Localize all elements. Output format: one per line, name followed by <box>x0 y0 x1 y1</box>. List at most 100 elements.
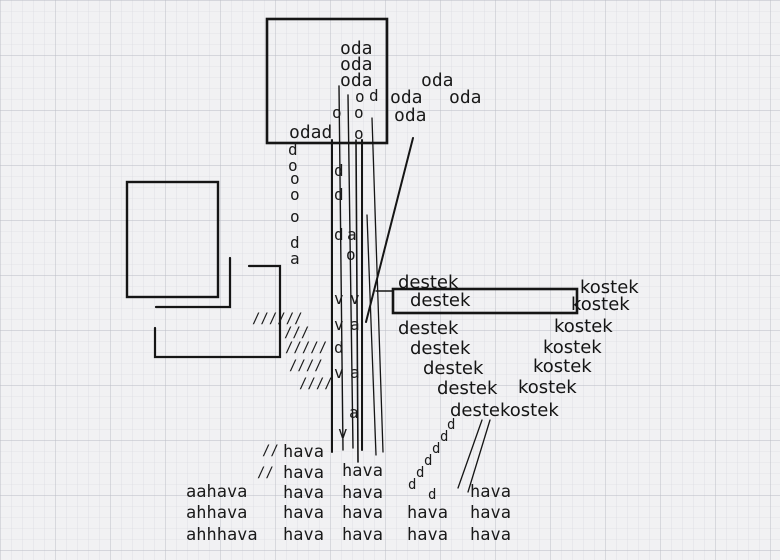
hava-word: hava <box>342 503 383 523</box>
letter-o: o <box>290 185 300 204</box>
left-box <box>125 180 220 299</box>
destek-word: destek <box>410 290 471 311</box>
column-line-1 <box>338 85 344 451</box>
hatch-2: /// <box>284 325 309 341</box>
letter-o: o <box>332 103 342 122</box>
hatch-4: //// <box>289 358 323 374</box>
letter-d: d <box>432 441 440 457</box>
oda-word: oda <box>390 87 423 108</box>
oda-word: oda <box>340 54 373 75</box>
destek-word: destek <box>398 272 459 293</box>
letter-d: d <box>290 233 300 252</box>
diagonal-letters: d d d d d d d <box>408 417 455 503</box>
vertical-letters: o d o o o d o o o o d a d d d a o v v v … <box>288 86 379 442</box>
letter-o: o <box>346 245 356 264</box>
oda-word: oda <box>449 87 482 108</box>
letter-d: d <box>334 161 344 180</box>
kostek-cascade: kostek kostek kostek kostek kostek koste… <box>518 277 639 398</box>
oda-word: oda <box>340 70 373 91</box>
hatch-1: ////// <box>252 311 303 327</box>
letter-d: d <box>288 140 298 159</box>
hava-word: hava <box>407 503 448 523</box>
letter-d: d <box>334 338 344 357</box>
hava-word: hava <box>342 461 383 481</box>
letter-a: a <box>347 225 357 244</box>
hava-cluster: hava hava hava aahava hava hava hava ahh… <box>186 442 511 545</box>
letter-v: v <box>334 289 344 308</box>
hatch-5: //// <box>299 376 333 392</box>
letter-a: a <box>350 315 360 334</box>
kostek-word: kostek <box>571 294 630 315</box>
letter-v: v <box>334 363 344 382</box>
letter-d: d <box>369 86 379 105</box>
letter-d: d <box>424 453 432 469</box>
letter-o: o <box>354 124 364 143</box>
ahhava-word: ahhava <box>186 503 247 523</box>
hatch-7: // <box>257 465 274 481</box>
oda-word: oda <box>421 70 454 91</box>
hava-word: hava <box>283 483 324 503</box>
hava-word: hava <box>283 525 324 545</box>
letter-d: d <box>416 465 424 481</box>
letter-d: d <box>408 477 416 493</box>
hatch-marks: ////// /// ///// //// //// // // <box>252 311 333 481</box>
letter-v: v <box>334 315 344 334</box>
hava-word: hava <box>283 503 324 523</box>
letter-d: d <box>334 225 344 244</box>
letter-o: o <box>355 87 365 106</box>
kostek-word: kostek <box>554 316 613 337</box>
top-square <box>265 17 389 145</box>
hava-word: hava <box>407 525 448 545</box>
destek-word: destek <box>410 338 471 359</box>
hatch-6: // <box>262 443 279 459</box>
letter-d: d <box>447 417 455 433</box>
letter-o: o <box>290 169 300 188</box>
letter-a: a <box>350 363 360 382</box>
right-slash-1 <box>457 419 483 489</box>
left-bracket-lower <box>153 264 282 359</box>
column-line-4 <box>371 117 384 453</box>
destek-word: destek <box>437 378 498 399</box>
sketch-lines <box>125 17 579 493</box>
letter-a: a <box>290 249 300 268</box>
kostek-word: kostek <box>580 277 639 298</box>
destek-cascade: destek destek destek destek destek deste… <box>398 272 559 421</box>
kostek-word: kostek <box>543 337 602 358</box>
letter-a: a <box>349 403 359 422</box>
column-line-5 <box>366 214 377 456</box>
hava-word: hava <box>283 442 324 462</box>
hava-word: hava <box>342 483 383 503</box>
kostek-word: kostek <box>533 356 592 377</box>
column-line-2 <box>347 94 354 449</box>
ahhhava-word: ahhhava <box>186 525 258 545</box>
oda-cluster: oda oda oda oda oda oda oda odad <box>289 38 482 143</box>
letter-d: d <box>334 185 344 204</box>
hava-word: hava <box>470 482 511 502</box>
oda-word: oda <box>340 38 373 59</box>
destek-word: destek <box>398 318 459 339</box>
letter-v: v <box>350 289 360 308</box>
destekostek-word: destekostek <box>450 400 559 421</box>
odad-word: odad <box>289 122 332 143</box>
kostek-word: kostek <box>518 377 577 398</box>
destek-word: destek <box>423 358 484 379</box>
letter-o: o <box>354 103 364 122</box>
letter-v: v <box>338 423 348 442</box>
column-line-3 <box>355 139 359 463</box>
right-slash-2 <box>467 419 491 493</box>
hava-word: hava <box>470 525 511 545</box>
letter-d: d <box>440 429 448 445</box>
oda-word: oda <box>394 105 427 126</box>
destek-box <box>391 287 579 315</box>
letter-o: o <box>288 156 298 175</box>
left-bracket-upper <box>154 256 232 309</box>
hatch-3: ///// <box>285 340 327 356</box>
hava-word: hava <box>470 503 511 523</box>
hava-word: hava <box>283 463 324 483</box>
letter-d: d <box>428 487 436 503</box>
aahava-word: aahava <box>186 482 247 502</box>
hava-word: hava <box>342 525 383 545</box>
